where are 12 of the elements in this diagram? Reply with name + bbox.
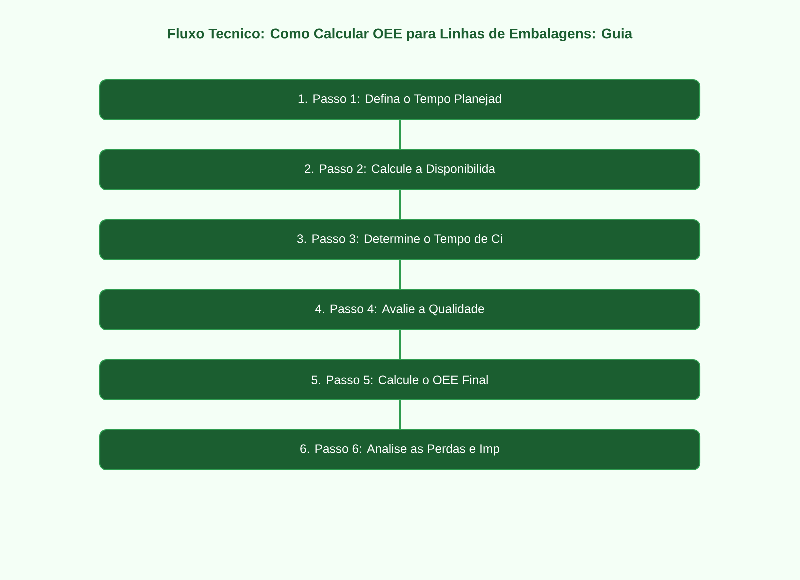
process-box: 3. Passo 3: Determine o Tempo de Ci [99, 219, 701, 261]
connector-line [399, 120, 401, 150]
connector-line [399, 330, 401, 360]
process-box: 6. Passo 6: Analise as Perdas e Imp [99, 429, 701, 471]
connector-line [399, 260, 401, 290]
process-box: 1. Passo 1: Defina o Tempo Planejad [99, 79, 701, 121]
process-box: 4. Passo 4: Avalie a Qualidade [99, 289, 701, 331]
connector-line [399, 190, 401, 220]
process-box: 2. Passo 2: Calcule a Disponibilida [99, 149, 701, 191]
title: Fluxo Tecnico: Como Calcular OEE para Linhas de Embalagens: Guia [168, 28, 633, 42]
connector-line [399, 400, 401, 430]
process-box: 5. Passo 5: Calcule o OEE Final [99, 359, 701, 401]
